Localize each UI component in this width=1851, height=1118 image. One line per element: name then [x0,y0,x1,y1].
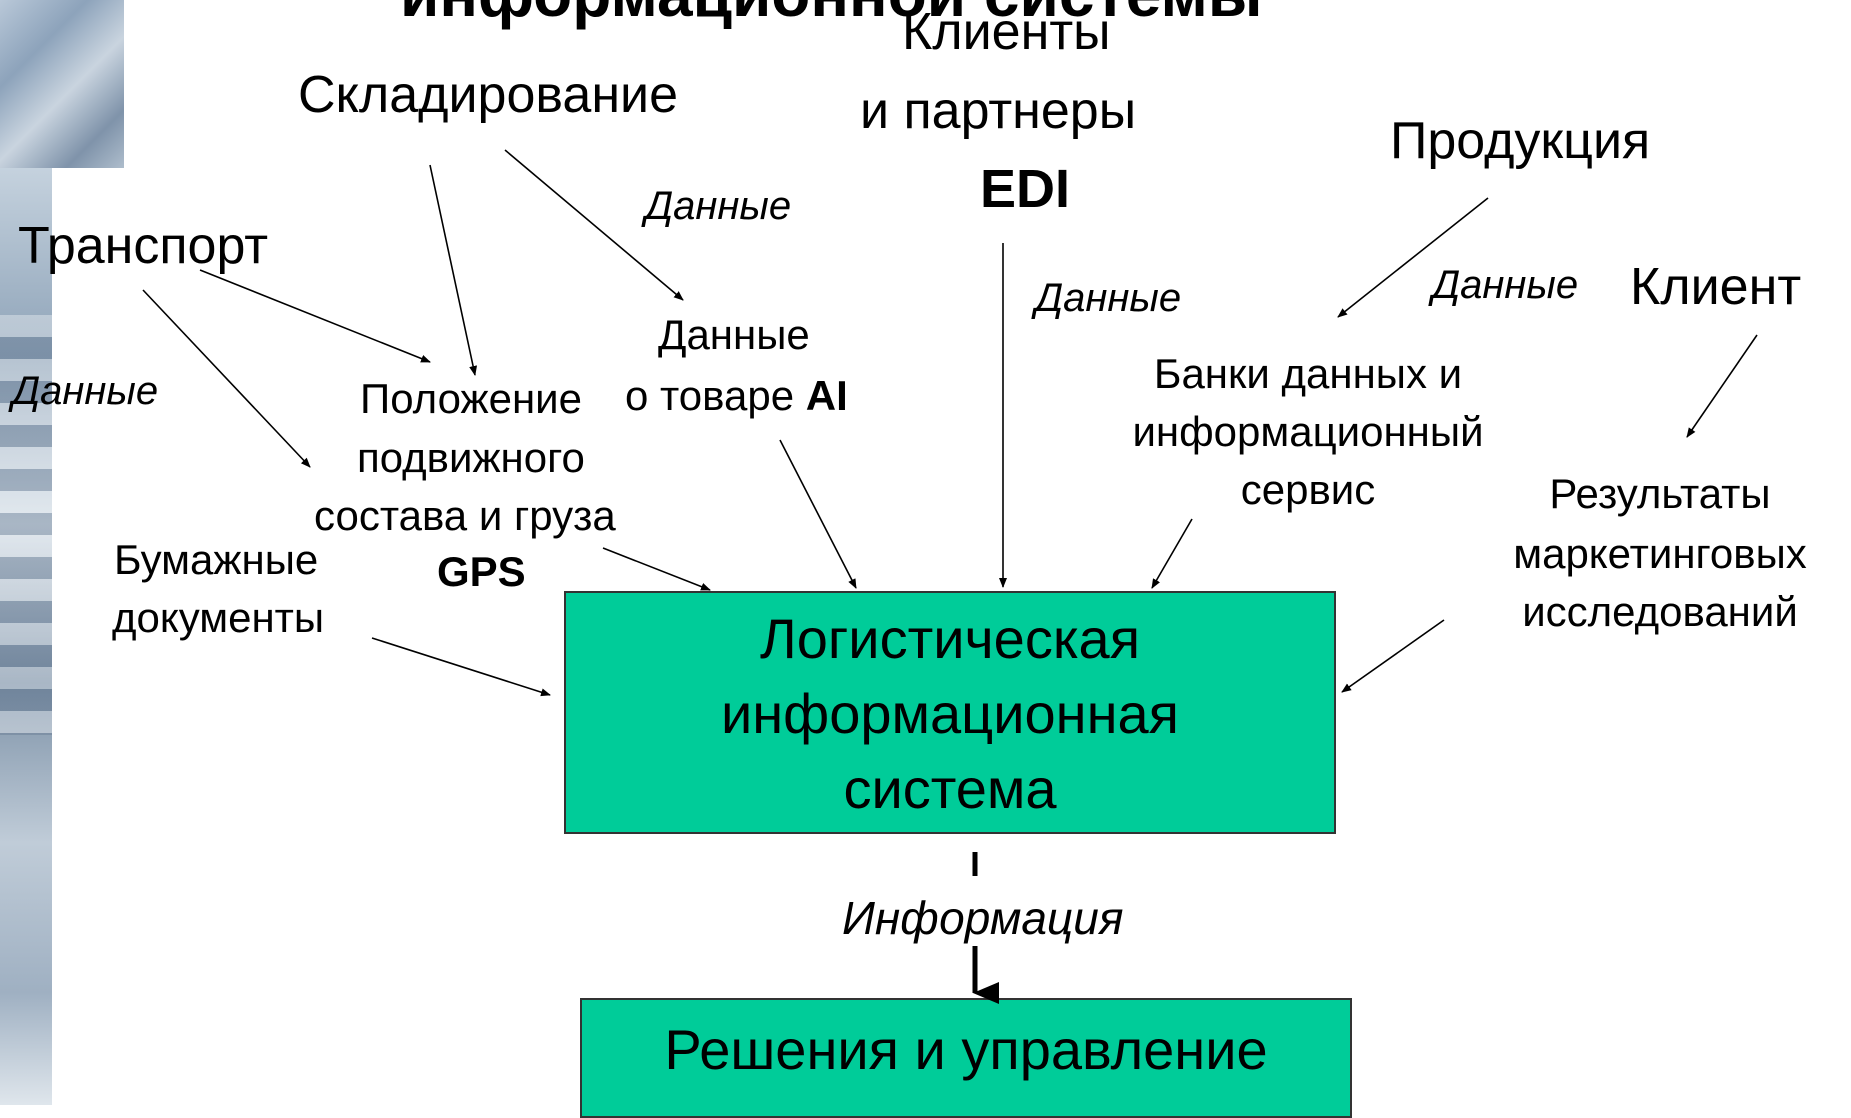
node-position-line1: Положение [360,375,582,422]
arrow-transport-to-gps [142,289,311,468]
logistics-information-system-box: Логистическая информационная система [564,591,1336,834]
node-paperdocs-line1: Бумажные [114,536,319,583]
arrow-warehouse-to-productdata [504,149,684,301]
edge-label-data-products: Данные [1432,263,1579,307]
node-marketing-line1: Результаты [1549,470,1771,517]
node-databanks-line3: сервис [1240,466,1376,513]
arrow-paperdocs-to-system [371,637,551,697]
node-position-line2: подвижного [357,434,585,481]
node-paperdocs-line2: документы [112,594,325,641]
arrow-databanks-to-system [1151,518,1193,589]
edge-label-data-clients: Данные [1035,276,1182,320]
decisions-management-box: Решения и управление [580,998,1352,1118]
decorative-corner-image [0,0,124,168]
edge-label-data-warehouse: Данные [645,184,792,228]
main-box-line2: информационная [720,682,1180,745]
arrow-transport-to-position [199,269,431,363]
decorative-side-pattern [0,315,52,735]
node-products: Продукция [1390,112,1651,170]
arrow-productdata-to-system [779,439,857,589]
node-product-data-tag: AI [805,372,848,419]
node-warehousing: Складирование [298,66,679,124]
node-client: Клиент [1630,258,1802,316]
node-transport: Транспорт [18,217,269,275]
decorative-side-strip [0,168,52,1105]
node-clients-line2: и партнеры [860,82,1137,140]
page-title: информационной системы [400,0,1263,32]
node-product-data-text: о товаре [625,372,795,419]
edge-label-data-transport: Данные [12,369,159,413]
decision-box-label: Решения и управление [664,1018,1268,1081]
node-databanks-line2: информационный [1132,408,1484,455]
node-databanks-line1: Банки данных и [1153,350,1463,397]
node-position-line3: состава и груза [314,492,616,539]
node-clients-tag: EDI [980,159,1071,219]
arrow-products-to-databanks [1337,197,1489,318]
arrow-warehouse-to-position [429,164,478,376]
node-product-data-line2: о товаре AI [625,372,848,420]
arrow-gps-to-system [602,547,711,591]
node-marketing-line3: исследований [1522,588,1798,635]
arrow-marketing-to-system [1341,619,1445,693]
arrow-client-to-marketing [1686,334,1758,438]
node-product-data-line1: Данные [658,311,810,358]
node-marketing-line2: маркетинговых [1513,530,1807,577]
node-clients-line1: Клиенты [902,3,1111,61]
node-position-tag: GPS [437,548,526,595]
main-box-line3: система [843,757,1057,820]
edge-label-information: Информация [842,892,1124,944]
main-box-line1: Логистическая [759,607,1141,670]
